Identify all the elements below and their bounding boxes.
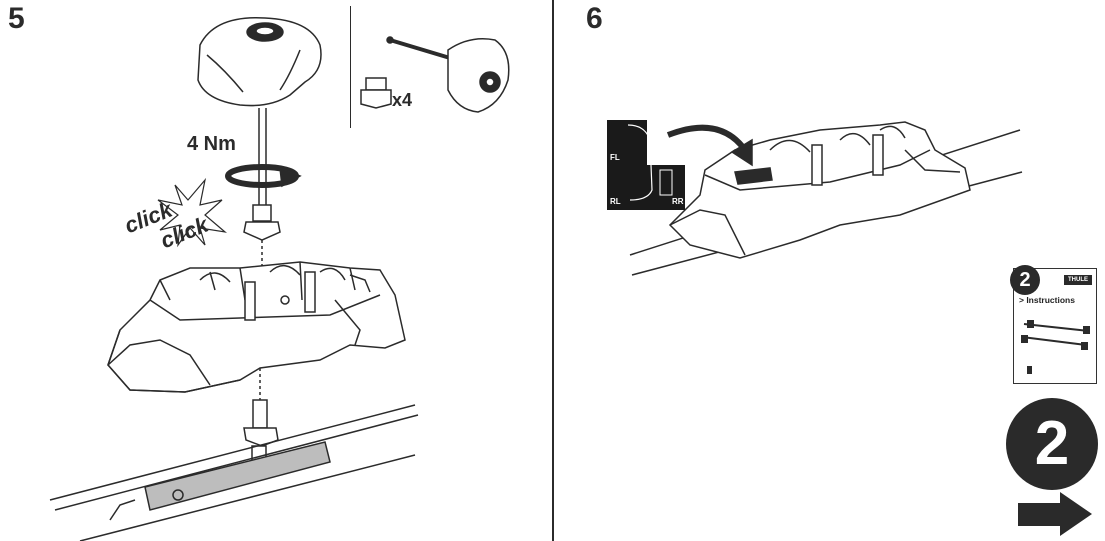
panel-divider	[552, 0, 554, 541]
placement-arrow-icon	[666, 124, 753, 167]
car-position-diagram-icon	[607, 120, 685, 210]
roof-rail-icon	[49, 404, 419, 541]
position-fl: FL	[610, 153, 620, 162]
allen-key-icon	[386, 36, 510, 113]
rotation-arrow-icon	[225, 164, 302, 188]
booklet-title: > Instructions	[1019, 295, 1075, 305]
instruction-booklet: 2 THULE > Instructions	[1010, 265, 1097, 384]
step-number-5: 5	[8, 2, 25, 35]
position-rl: RL	[610, 197, 621, 206]
torque-label: 4 Nm	[187, 133, 236, 155]
position-rr: RR	[672, 197, 684, 206]
step-number-6: 6	[586, 2, 603, 35]
nut-icon	[243, 204, 281, 241]
quantity-label: x4	[392, 90, 413, 110]
click-burst-icon	[157, 177, 228, 248]
brand-logo: THULE	[1064, 275, 1092, 285]
booklet-number: 2	[1010, 265, 1040, 295]
foot-pad-installed-icon	[668, 121, 971, 259]
next-step-number: 2	[1006, 398, 1098, 490]
small-nut-icon	[360, 77, 392, 109]
torque-key-icon	[197, 16, 322, 205]
roof-bars-icon	[1021, 320, 1090, 374]
foot-pad-icon	[107, 261, 406, 393]
inset-divider	[350, 6, 351, 128]
